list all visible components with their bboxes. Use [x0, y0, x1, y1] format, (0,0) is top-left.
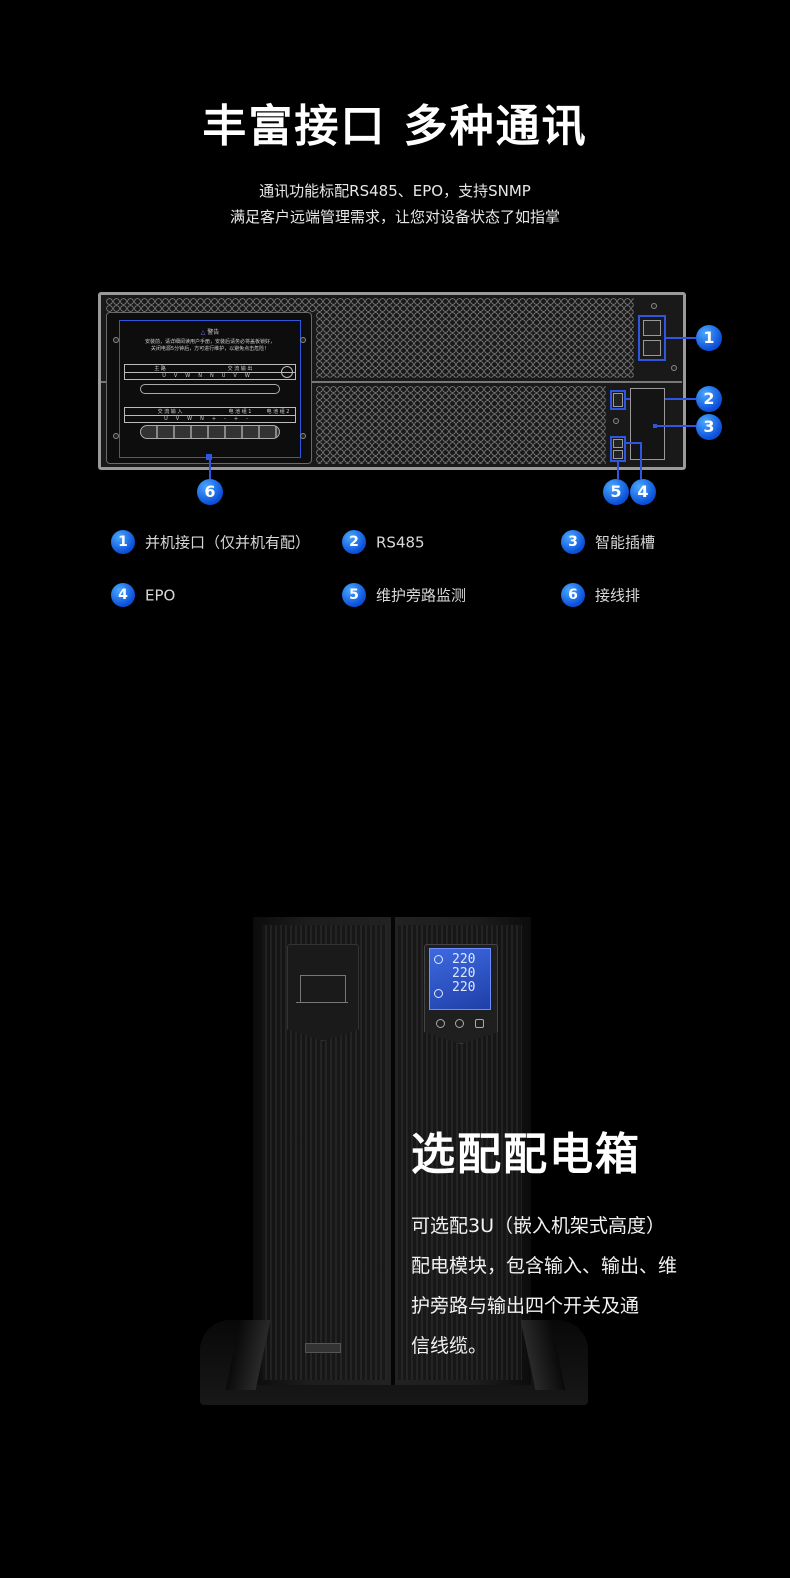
lcd-reading-2: 220 — [452, 966, 476, 981]
cabinet-door-gap — [391, 917, 395, 1385]
vent-mesh-top-left — [106, 298, 316, 312]
screw-icon — [113, 337, 119, 343]
circuit-diagram-icon — [300, 975, 346, 1003]
terminal-slot — [140, 384, 280, 394]
function-button-icon[interactable] — [455, 1019, 464, 1028]
callout-badge-5: 5 — [603, 479, 629, 505]
screw-icon — [671, 365, 677, 371]
distribution-panel — [287, 944, 359, 1041]
callout-line-5 — [617, 462, 619, 479]
vent-mesh-bottom — [316, 386, 606, 464]
callout-badge-3: 3 — [696, 414, 722, 440]
screw-icon — [613, 418, 619, 424]
description-line-1: 可选配3U（嵌入机架式高度） — [411, 1215, 665, 1237]
smart-slot — [630, 388, 665, 460]
warning-line-1: 安装前，请详细阅读用户手册，安装后请务必将盖板锁好， — [144, 339, 275, 345]
section-subtitle: 通讯功能标配RS485、EPO，支持SNMP 满足客户远端管理需求，让您对设备状… — [0, 178, 790, 230]
rs485-highlight — [610, 390, 626, 410]
callout-line-1 — [666, 337, 696, 339]
panel-seam-left — [101, 381, 107, 383]
terminal-screws — [140, 425, 280, 439]
screw-icon — [651, 303, 657, 309]
output-terminal-table: 主 路 交 流 输 出 UVWNNUVW — [124, 364, 296, 380]
callout-line-4b — [640, 442, 642, 479]
smart-slot-marker — [653, 424, 657, 428]
description-line-4: 信线缆。 — [411, 1335, 488, 1357]
distribution-box-description: 可选配3U（嵌入机架式高度） 配电模块，包含输入、输出、维 护旁路与输出四个开关… — [411, 1206, 681, 1366]
description-line-3: 护旁路与输出四个开关及通 — [411, 1295, 640, 1317]
terminal-pins-top: UVWNNUVW — [162, 373, 258, 379]
panel-seam — [312, 381, 682, 383]
screw-icon — [300, 433, 306, 439]
screw-icon — [113, 433, 119, 439]
bypass-epo-highlight — [610, 436, 626, 462]
lcd-reading-1: 220 — [452, 952, 476, 967]
section-title: 丰富接口 多种通讯 — [202, 101, 588, 152]
terminal-pins-bottom: UVWN+-+- — [164, 416, 256, 422]
menu-button-icon[interactable] — [475, 1019, 484, 1028]
subtitle-line-1: 通讯功能标配RS485、EPO，支持SNMP — [259, 182, 531, 200]
epo-port — [613, 439, 623, 448]
callout-badge-4: 4 — [630, 479, 656, 505]
callout-line-4a — [626, 442, 640, 444]
terminal-label-ac-input: 交 流 输 入 — [157, 409, 183, 415]
vent-mesh-top — [316, 298, 634, 378]
warning-line-2: 关闭电源5分钟后，方可进行维护，以避免点击危险！ — [150, 346, 270, 352]
distribution-box-title: 选配配电箱 — [411, 1129, 641, 1180]
subtitle-line-2: 满足客户远端管理需求，让您对设备状态了如指掌 — [229, 208, 560, 226]
terminal-label-ac-output: 交 流 输 出 — [227, 366, 253, 372]
callout-badge-2: 2 — [696, 386, 722, 412]
parallel-port-upper — [643, 320, 661, 336]
description-line-2: 配电模块，包含输入、输出、维 — [411, 1255, 678, 1277]
lcd-input-icon — [434, 955, 443, 964]
screw-icon — [300, 337, 306, 343]
terminal-highlight-frame: △ 警告 安装前，请详细阅读用户手册，安装后请务必将盖板锁好， 关闭电源5分钟后… — [119, 320, 301, 458]
callout-line-3 — [657, 425, 696, 427]
callout-badge-6: 6 — [197, 479, 223, 505]
terminal-label-battery-1: 电 池 组 1 — [228, 409, 252, 415]
callout-line-6 — [209, 456, 211, 480]
parallel-port-lower — [643, 340, 661, 356]
callout-dot-6 — [206, 454, 212, 460]
lcd-screen: 220 220 220 — [429, 948, 491, 1010]
warning-triangle-icon: △ — [200, 329, 206, 336]
warning-title: △ 警告 — [200, 329, 220, 336]
ground-icon — [281, 366, 293, 378]
rs485-port — [613, 393, 623, 407]
input-terminal-table: 交 流 输 入 电 池 组 1 电 池 组 2 UVWN+-+- — [124, 407, 296, 423]
terminal-label-battery-2: 电 池 组 2 — [266, 409, 290, 415]
bypass-monitor-port — [613, 450, 623, 459]
circuit-line — [296, 1002, 348, 1003]
lcd-reading-3: 220 — [452, 980, 476, 995]
power-button-icon[interactable] — [436, 1019, 445, 1028]
brand-logo-plate — [305, 1343, 341, 1353]
lcd-output-icon — [434, 989, 443, 998]
callout-badge-1: 1 — [696, 325, 722, 351]
parallel-port-highlight — [638, 315, 666, 361]
terminal-label-main: 主 路 — [154, 366, 166, 372]
